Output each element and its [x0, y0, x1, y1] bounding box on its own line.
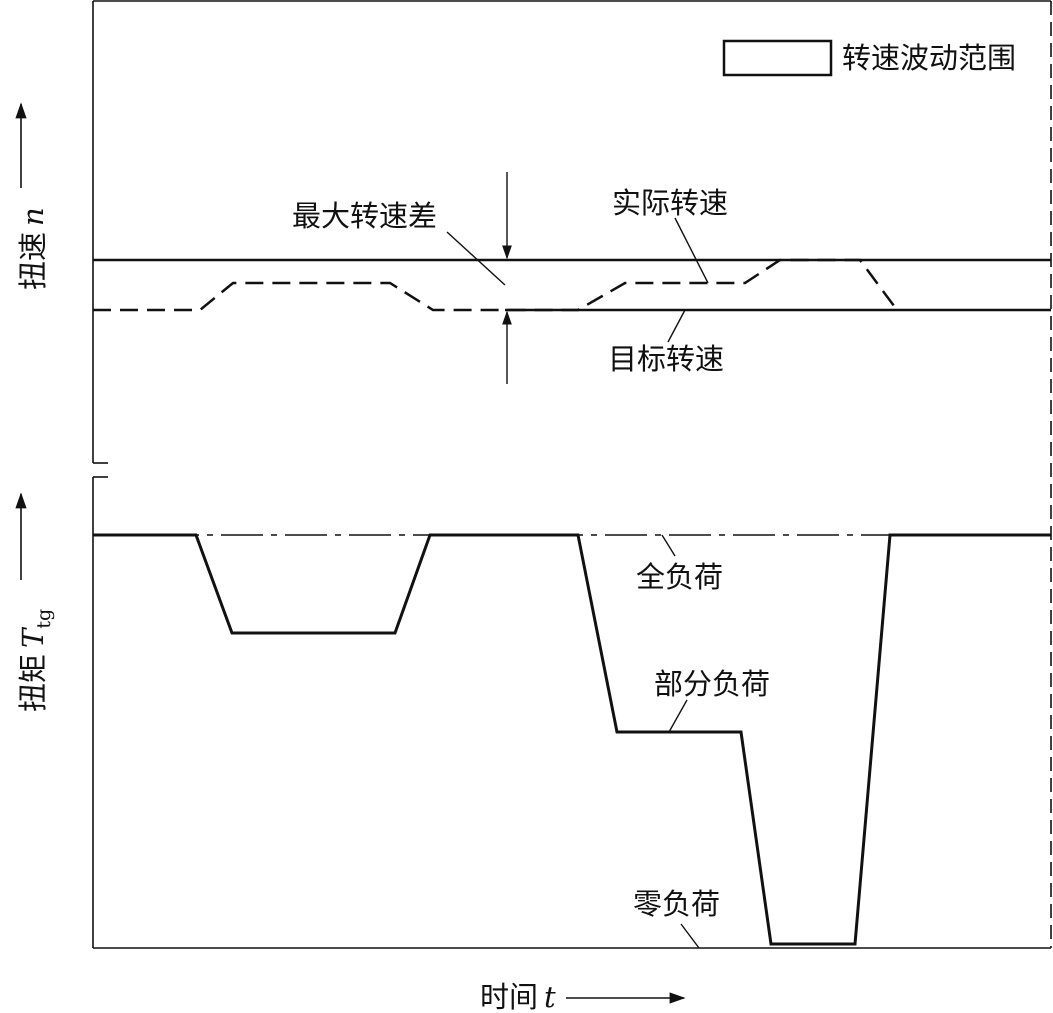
legend-swatch — [722, 39, 833, 77]
legend-label: 转速波动范围 — [842, 41, 1016, 75]
legend: 转速波动范围 — [722, 39, 1016, 77]
lower-panel: 扭矩Ttg 全负荷 部分负荷 零负荷 — [15, 492, 1051, 949]
max-speed-diff-label: 最大转速差 — [292, 199, 437, 233]
zero-load-leader — [680, 923, 700, 949]
upper-y-axis-label: 扭速n — [16, 207, 50, 290]
full-load-label: 全负荷 — [636, 560, 723, 594]
torque-line — [93, 533, 1051, 946]
partial-load-leader — [668, 699, 688, 733]
actual-speed-line — [93, 258, 899, 312]
actual-speed-leader — [674, 217, 709, 284]
lower-y-axis: 扭矩Ttg — [15, 492, 55, 712]
target-speed-leader — [667, 309, 686, 343]
actual-speed-label: 实际转速 — [612, 186, 728, 220]
zero-load-label: 零负荷 — [633, 887, 720, 921]
upper-y-axis: 扭速n — [15, 102, 50, 290]
full-load-leader — [661, 534, 676, 557]
partial-load-label: 部分负荷 — [654, 667, 770, 701]
upper-panel: 扭速n 最大转速差 实际转速 目标转速 — [15, 102, 1051, 384]
max-speed-diff-leader — [446, 231, 506, 286]
target-speed-label: 目标转速 — [608, 342, 724, 376]
frame — [92, 0, 1052, 949]
lower-y-axis-label: 扭矩Ttg — [16, 609, 55, 712]
